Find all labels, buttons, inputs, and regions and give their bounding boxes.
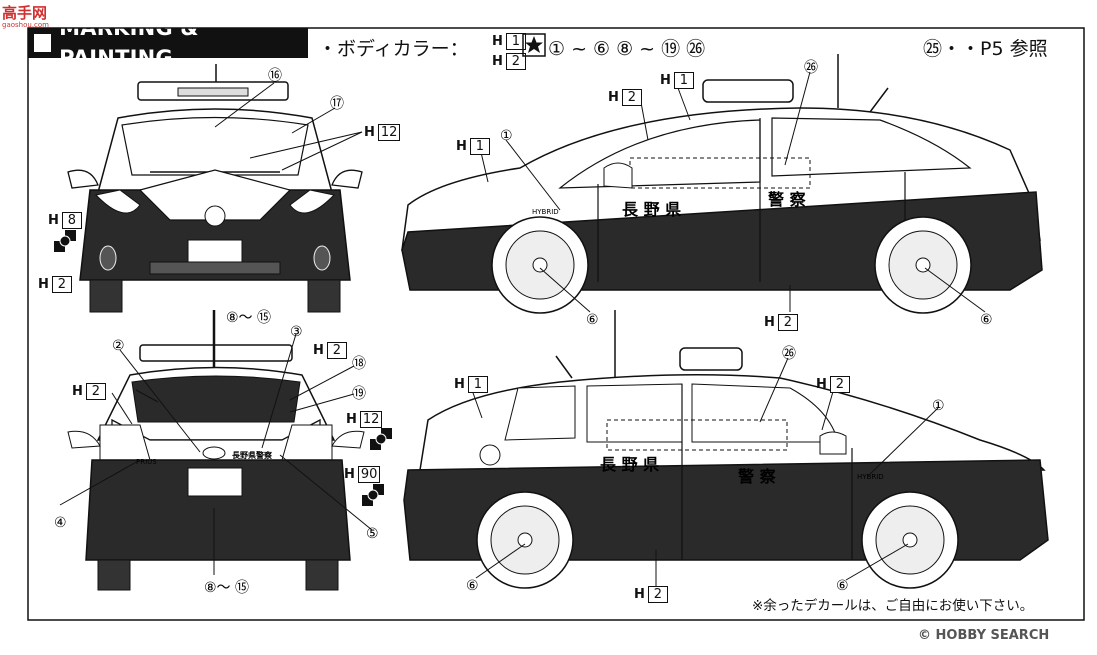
callout-18: ⑱ bbox=[352, 356, 366, 372]
callout-4: ④ bbox=[54, 515, 67, 531]
callout-6-top-front: ⑥ bbox=[586, 312, 599, 328]
section-title: MARKING & PAINTING bbox=[28, 16, 308, 70]
border bbox=[27, 27, 1085, 621]
front-emblem bbox=[204, 205, 226, 227]
callout-3: ③ bbox=[290, 324, 303, 340]
callout-5: ⑤ bbox=[366, 526, 379, 542]
front-view bbox=[67, 64, 363, 313]
callout-16: ⑯ bbox=[268, 68, 282, 84]
callout-19: ⑲ bbox=[352, 386, 366, 402]
rear-prius-badge: PRIUS bbox=[136, 458, 157, 466]
rear-view bbox=[67, 310, 365, 591]
callout-8-15-front: ⑧〜 ⑮ bbox=[226, 310, 271, 326]
watermark-top: 高手网 gaoshou.com bbox=[2, 4, 49, 29]
callout-6-bottom-rear: ⑥ bbox=[466, 578, 479, 594]
callout-numbers: ⑯ ⑰ ② ③ ⑱ ⑲ ④ ⑤ ⑧〜 ⑮ ⑧〜 ⑮ ① ⑥ ⑥ ㉖ ㉖ ① ⑥ … bbox=[54, 60, 993, 596]
callout-6-bottom-front: ⑥ bbox=[836, 578, 849, 594]
rear-license-plate bbox=[187, 467, 243, 497]
callout-1-bottom: ① bbox=[932, 398, 945, 414]
rear-lightbar bbox=[139, 344, 293, 362]
callout-2: ② bbox=[112, 338, 125, 354]
side1-door-text-left: 長 野 県 bbox=[622, 200, 681, 219]
rear-lower-body bbox=[85, 459, 351, 561]
side-view-right-facing: 長 野 県 警 察 HYBRID bbox=[403, 310, 1049, 589]
callout-6-top-rear: ⑥ bbox=[980, 312, 993, 328]
checker-swatch-icon bbox=[370, 428, 392, 450]
body-color-label: ・ボディカラー： bbox=[318, 38, 469, 60]
star-icon bbox=[522, 33, 546, 57]
watermark-bottom: © HOBBY SEARCH bbox=[918, 628, 1050, 643]
callout-17: ⑰ bbox=[330, 96, 344, 112]
rear-emblem bbox=[202, 446, 226, 460]
rear-door-text: 長野県警察 bbox=[232, 450, 273, 460]
p5-reference: ㉕・・P5 参照 bbox=[923, 38, 1048, 60]
checker-swatch-icon bbox=[362, 484, 384, 506]
side1-hybrid-badge: HYBRID bbox=[532, 208, 559, 216]
side2-door-text-right: 警 察 bbox=[737, 467, 777, 486]
callout-26-bottom: ㉖ bbox=[782, 346, 796, 362]
callout-26-top: ㉖ bbox=[804, 60, 818, 76]
callout-8-15-rear: ⑧〜 ⑮ bbox=[204, 580, 249, 596]
checker-swatch-icon bbox=[54, 230, 76, 252]
side-view-left-facing: 長 野 県 警 察 HYBRID bbox=[401, 54, 1043, 314]
side2-door-text-left: 長 野 県 bbox=[600, 455, 659, 474]
side2-hybrid-badge: HYBRID bbox=[857, 473, 884, 481]
side1-lightbar bbox=[702, 79, 794, 103]
parts-list: ① ~ ⑥ ⑧ ~ ⑲ ㉖ bbox=[548, 38, 706, 60]
side2-lightbar bbox=[679, 347, 743, 371]
footnote: ※余ったデカールは、ご自由にお使い下さい。 bbox=[752, 598, 1034, 614]
side1-door-text-right: 警 察 bbox=[767, 190, 807, 209]
title-square-icon bbox=[34, 34, 52, 52]
callout-1-top: ① bbox=[500, 128, 513, 144]
